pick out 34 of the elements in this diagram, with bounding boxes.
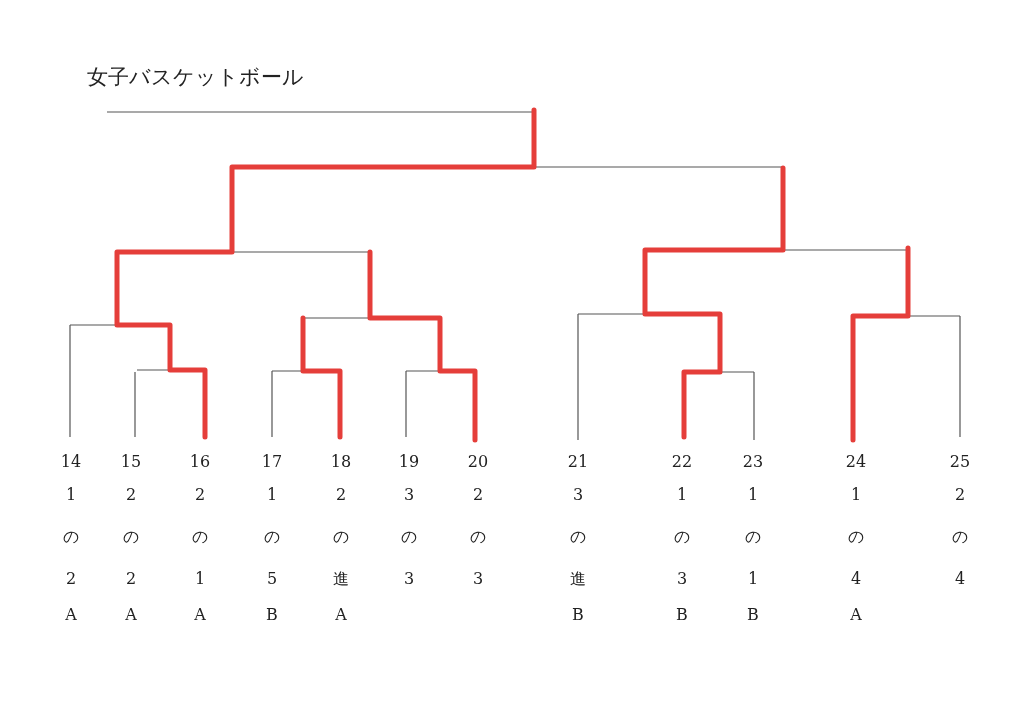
class-label: 2の2 <box>122 484 140 590</box>
class-label: 2の進 <box>332 484 350 590</box>
team-letter: B <box>747 606 759 624</box>
title: 女子バスケットボール <box>87 64 304 90</box>
class-label: 1の1 <box>744 484 762 590</box>
team-letter: A <box>850 606 862 624</box>
team-letter: B <box>266 606 278 624</box>
team-number: 23 <box>742 453 764 471</box>
team-number: 15 <box>120 453 142 471</box>
team-letter: A <box>194 606 206 624</box>
class-label: 1の3 <box>673 484 691 590</box>
team-letter: A <box>335 606 347 624</box>
team-letter: A <box>125 606 137 624</box>
team-number: 25 <box>949 453 971 471</box>
class-label: 3の3 <box>400 484 418 590</box>
team-number: 22 <box>671 453 693 471</box>
team-number: 14 <box>60 453 82 471</box>
class-label: 2の3 <box>469 484 487 590</box>
class-label: 1の4 <box>847 484 865 590</box>
team-number: 18 <box>330 453 352 471</box>
class-label: 3の進 <box>569 484 587 590</box>
class-label: 1の2 <box>62 484 80 590</box>
team-number: 24 <box>845 453 867 471</box>
team-letter: A <box>65 606 77 624</box>
team-letter: B <box>572 606 584 624</box>
team-number: 19 <box>398 453 420 471</box>
class-label: 2の4 <box>951 484 969 590</box>
class-label: 2の1 <box>191 484 209 590</box>
team-number: 17 <box>261 453 283 471</box>
team-letter: B <box>676 606 688 624</box>
team-number: 20 <box>467 453 489 471</box>
team-number: 21 <box>567 453 589 471</box>
team-number: 16 <box>189 453 211 471</box>
class-label: 1の5 <box>263 484 281 590</box>
